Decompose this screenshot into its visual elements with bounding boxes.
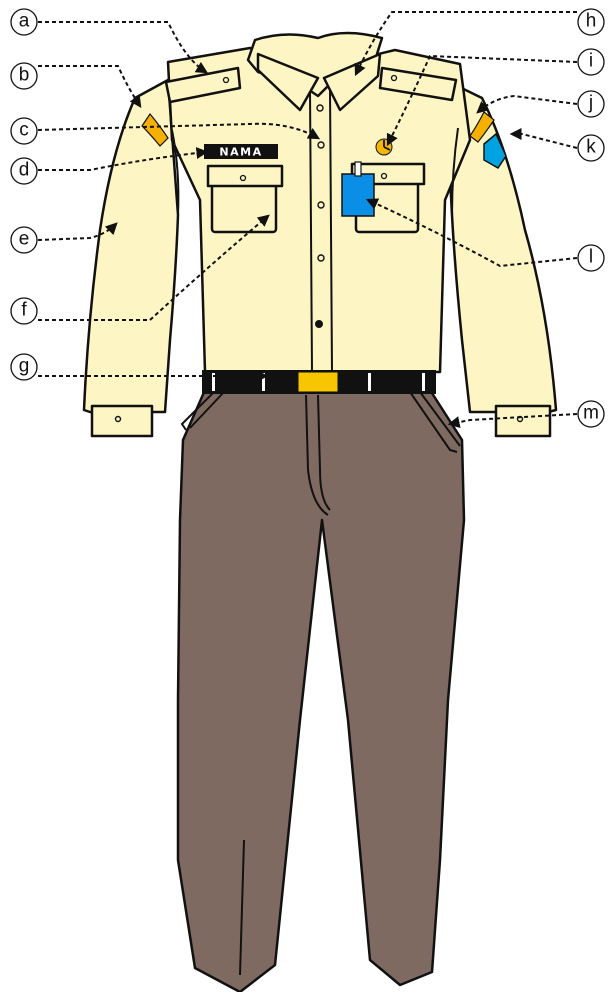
shirt-button-5 [315, 320, 323, 328]
label-j: j [588, 93, 593, 114]
label-m: m [583, 403, 599, 424]
label-a: a [19, 11, 30, 32]
trousers [178, 390, 464, 992]
belt [202, 370, 436, 394]
leader-k [512, 134, 577, 148]
label-h: h [586, 11, 597, 32]
belt-loop-3 [368, 373, 371, 391]
label-g: g [19, 356, 30, 377]
belt-buckle [298, 372, 338, 392]
name-tag-text: NAMA [219, 146, 262, 159]
left-cuff [92, 406, 152, 436]
label-c: c [19, 120, 29, 141]
right-cuff [496, 406, 550, 436]
belt-loop-4 [422, 373, 425, 391]
id-badge-clip [355, 162, 361, 176]
label-f: f [21, 300, 27, 321]
label-i: i [589, 51, 593, 72]
label-l: l [589, 247, 593, 268]
left-sleeve [84, 80, 178, 412]
id-badge [342, 174, 374, 216]
label-d: d [19, 160, 30, 181]
label-e: e [19, 229, 30, 250]
label-k: k [586, 137, 596, 158]
leader-j [478, 96, 577, 112]
label-b: b [19, 65, 30, 86]
leader-b [38, 66, 140, 106]
